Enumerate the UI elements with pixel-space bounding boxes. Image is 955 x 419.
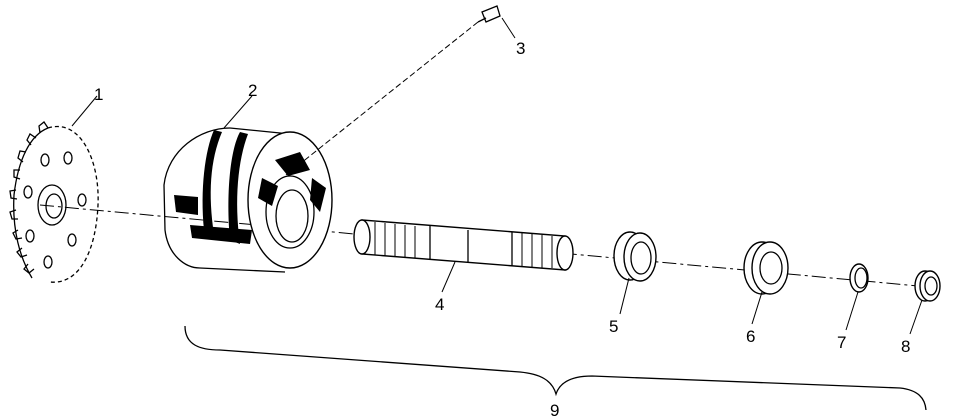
callout-3: 3: [516, 39, 525, 58]
callout-2: 2: [248, 81, 257, 100]
screw: [285, 5, 501, 176]
collar: [914, 270, 941, 302]
leader-7: [845, 291, 859, 331]
callout-5: 5: [609, 317, 618, 336]
bearing: [613, 231, 657, 282]
shaft: [353, 219, 574, 271]
kit-brace: [184, 325, 927, 411]
sprocket: [9, 121, 99, 283]
leader-5: [619, 277, 630, 315]
leader-4: [441, 261, 456, 293]
callout-8: 8: [901, 337, 910, 356]
leader-6: [751, 291, 763, 325]
leader-8: [909, 299, 923, 335]
callout-6: 6: [746, 327, 755, 346]
callout-4: 4: [435, 295, 444, 314]
snap-ring: [849, 263, 869, 293]
leader-3: [501, 17, 516, 39]
leader-1: [71, 95, 98, 127]
leader-2: [223, 95, 253, 129]
callout-1: 1: [94, 85, 103, 104]
clutch-drum: [163, 127, 333, 273]
callout-9: 9: [550, 401, 559, 419]
flange-hub: [743, 241, 789, 295]
callout-7: 7: [837, 333, 846, 352]
